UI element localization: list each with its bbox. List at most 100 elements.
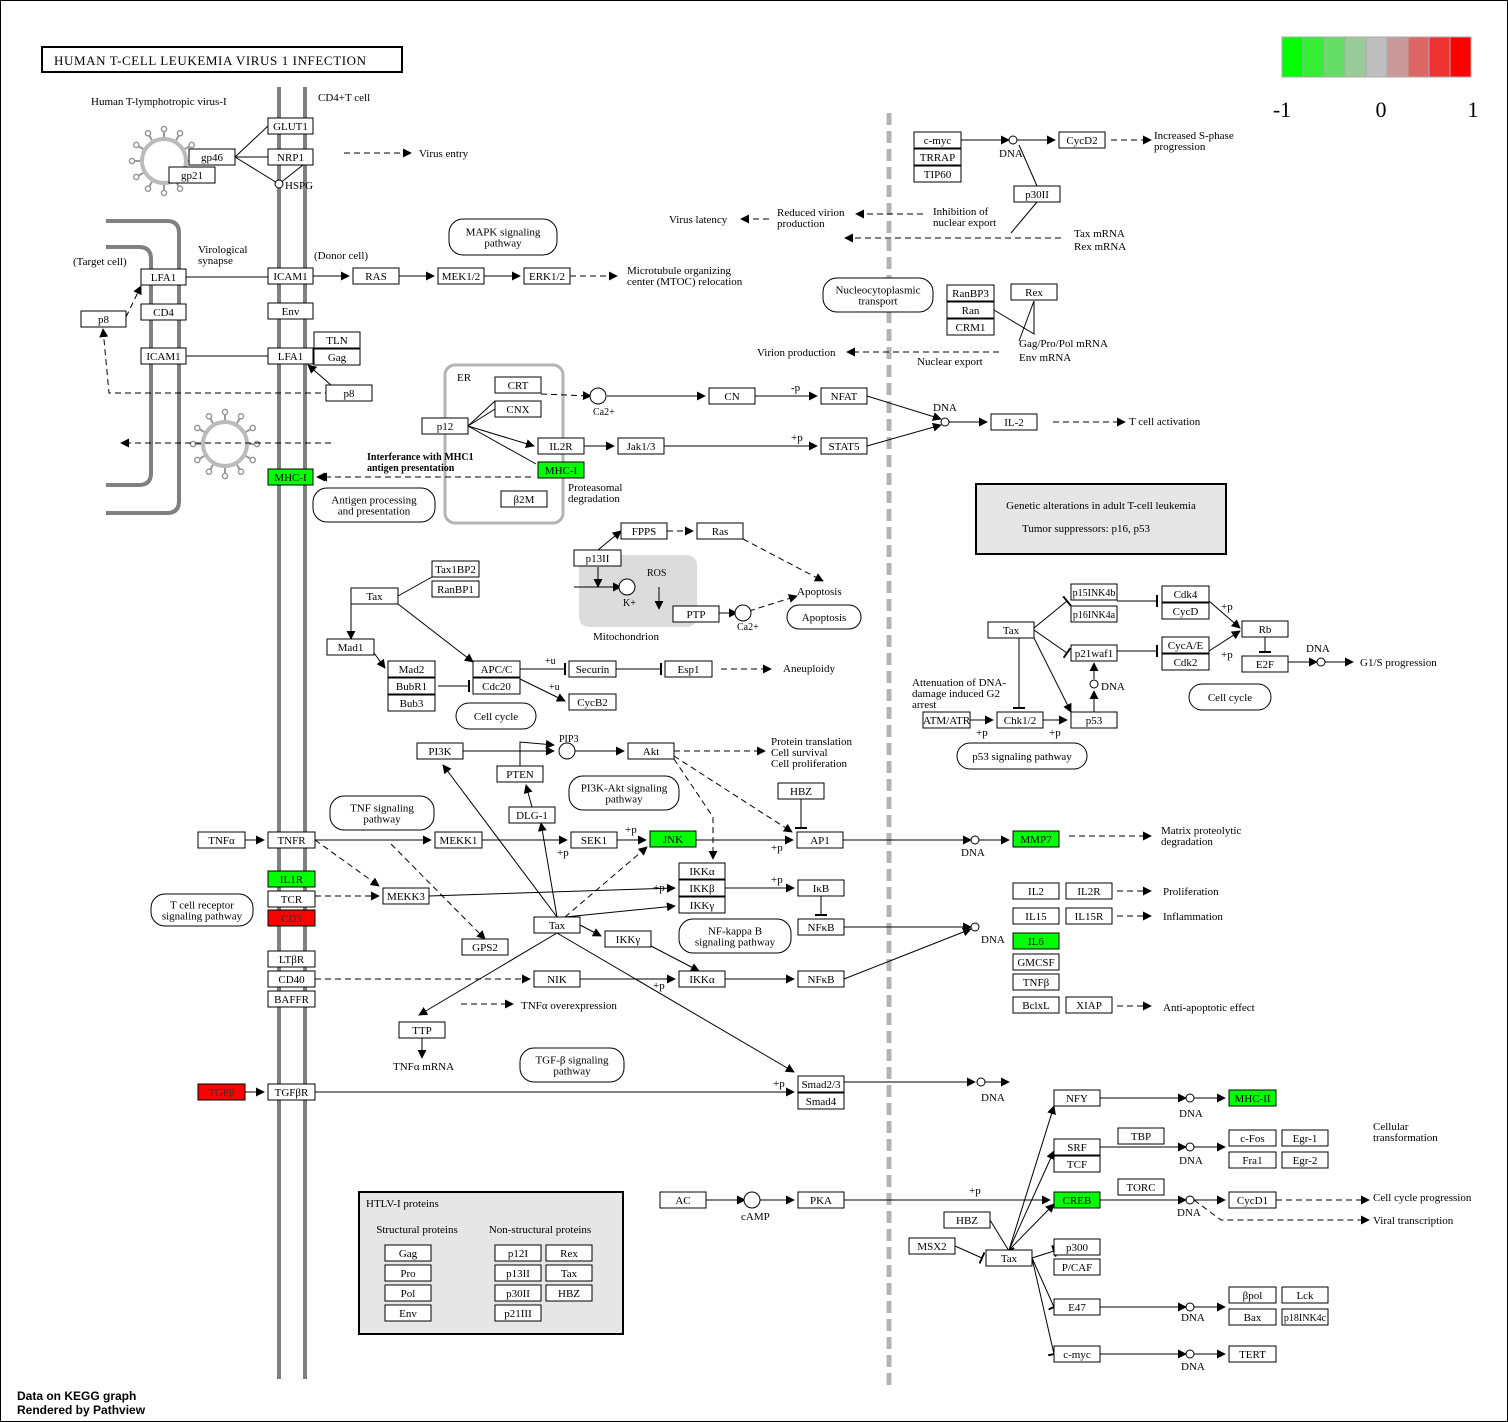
gene-node-p12[interactable]: p12 [421,417,469,435]
gene-node-nfat[interactable]: NFAT [820,387,868,405]
gene-node-gp21[interactable]: gp21 [168,166,216,184]
gene-node-ikky[interactable]: IKKγ [604,930,652,948]
gene-node-cdk4[interactable]: Cdk4 [1161,585,1210,603]
gene-node-tcf[interactable]: TCF [1053,1155,1101,1173]
gene-node-ras-top[interactable]: RAS [352,267,400,285]
gene-node-fra1[interactable]: Fra1 [1228,1151,1277,1169]
gene-node-mhc1-mem[interactable]: MHC-I [267,468,314,486]
gene-node-pcaf[interactable]: P/CAF [1053,1258,1101,1276]
gene-node-e47[interactable]: E47 [1053,1298,1101,1316]
gene-node-ap1[interactable]: AP1 [796,831,844,849]
gene-node-chk12[interactable]: Chk1/2 [996,711,1044,729]
gene-node-creb[interactable]: CREB [1053,1191,1101,1209]
gene-node-p300[interactable]: p300 [1053,1238,1101,1256]
gene-node-p13ii-mito[interactable]: p13II [573,549,622,567]
gene-node-e2f[interactable]: E2F [1241,655,1289,673]
gene-node-baffr[interactable]: BAFFR [267,990,316,1008]
gene-node-leg-p13ii[interactable]: p13II [494,1264,542,1282]
gene-node-nfy[interactable]: NFY [1053,1089,1101,1107]
gene-node-smad4[interactable]: Smad4 [797,1092,845,1110]
gene-node-ikb[interactable]: IκB [797,879,845,897]
gene-node-il1r[interactable]: IL1R [267,870,316,888]
gene-node-tln[interactable]: TLN [313,331,361,349]
gene-node-cycae[interactable]: CycA/E [1161,636,1210,654]
gene-node-erk12[interactable]: ERK1/2 [523,267,571,285]
gene-node-bclxl[interactable]: BclxL [1012,996,1060,1014]
gene-node-rb[interactable]: Rb [1241,620,1289,638]
gene-node-cd4[interactable]: CD4 [140,303,187,321]
gene-node-ptp[interactable]: PTP [672,605,720,623]
gene-node-hbz-bot[interactable]: HBZ [943,1211,991,1229]
gene-node-bub3[interactable]: Bub3 [387,694,436,712]
gene-node-pten[interactable]: PTEN [496,765,544,783]
gene-node-leg-p12i[interactable]: p12I [494,1244,542,1262]
gene-node-nik[interactable]: NIK [533,970,581,988]
gene-node-nrp1[interactable]: NRP1 [267,148,314,166]
gene-node-p21waf1[interactable]: p21waf1 [1070,644,1118,662]
gene-node-pi3k[interactable]: PI3K [416,742,464,760]
gene-node-ran[interactable]: Ran [946,301,995,319]
gene-node-gag-mem[interactable]: Gag [313,348,361,366]
gene-node-msx2[interactable]: MSX2 [908,1237,956,1255]
gene-node-cmyc-top[interactable]: c-myc [913,131,962,149]
gene-node-tax-p53[interactable]: Tax [987,621,1035,639]
gene-node-xiap[interactable]: XIAP [1065,996,1113,1014]
gene-node-b2m[interactable]: β2M [500,490,548,508]
gene-node-crm1[interactable]: CRM1 [946,318,995,336]
gene-node-il15r[interactable]: IL15R [1065,907,1113,925]
gene-node-srf[interactable]: SRF [1053,1138,1101,1156]
gene-node-il6[interactable]: IL6 [1012,932,1060,950]
gene-node-lfa1-donor[interactable]: LFA1 [267,347,314,365]
gene-node-mad1[interactable]: Mad1 [326,638,375,656]
gene-node-tax-bot[interactable]: Tax [985,1249,1033,1267]
gene-node-bpol[interactable]: βpol [1228,1286,1277,1304]
gene-node-p30ii-top[interactable]: p30II [1013,185,1061,203]
gene-node-dlg1[interactable]: DLG-1 [508,806,556,824]
gene-node-p16ink4a[interactable]: p16INK4a [1070,605,1118,623]
gene-node-trrap[interactable]: TRRAP [913,148,962,166]
gene-node-sek1[interactable]: SEK1 [570,831,618,849]
gene-node-torc[interactable]: TORC [1117,1178,1165,1196]
gene-node-p8-left[interactable]: p8 [80,310,127,328]
gene-node-tgfb[interactable]: TGFβ [197,1083,246,1101]
gene-node-cd40[interactable]: CD40 [267,970,316,988]
gene-node-mekk3[interactable]: MEKK3 [382,887,430,905]
gene-node-pka[interactable]: PKA [797,1191,845,1209]
gene-node-bubr1[interactable]: BubR1 [387,677,436,695]
gene-node-cycd1[interactable]: CycD1 [1228,1191,1277,1209]
gene-node-leg-p21iii[interactable]: p21III [494,1304,542,1322]
pathway-link-p53sig[interactable]: p53 signaling pathway [956,742,1088,770]
gene-node-leg-pol[interactable]: Pol [384,1284,432,1302]
gene-node-stat5[interactable]: STAT5 [820,437,868,455]
gene-node-mmp7[interactable]: MMP7 [1012,830,1060,848]
gene-node-leg-pro[interactable]: Pro [384,1264,432,1282]
gene-node-nfkb-2[interactable]: NFκB [797,970,845,988]
gene-node-gmcsf[interactable]: GMCSF [1012,953,1060,971]
gene-node-ikkb[interactable]: IKKβ [678,879,726,897]
gene-node-tip60[interactable]: TIP60 [913,165,962,183]
pathway-link-apoptosis[interactable]: Apoptosis [786,604,862,630]
gene-node-tnfa[interactable]: TNFα [197,831,246,849]
gene-node-mekk1[interactable]: MEKK1 [434,831,483,849]
gene-node-tert[interactable]: TERT [1228,1345,1277,1363]
gene-node-leg-env[interactable]: Env [384,1304,432,1322]
gene-node-ranbp3[interactable]: RanBP3 [946,284,995,302]
gene-node-ikkg[interactable]: IKKγ [678,896,726,914]
gene-node-cycd[interactable]: CycD [1161,602,1210,620]
gene-node-egr1[interactable]: Egr-1 [1281,1129,1329,1147]
gene-node-il2-top[interactable]: IL-2 [990,413,1038,431]
gene-node-smad23[interactable]: Smad2/3 [797,1075,845,1093]
gene-node-il15[interactable]: IL15 [1012,907,1060,925]
gene-node-jak13[interactable]: Jak1/3 [617,437,665,455]
gene-node-mhc2[interactable]: MHC-II [1228,1089,1277,1107]
gene-node-rex-top[interactable]: Rex [1010,283,1058,301]
gene-node-il2r-b[interactable]: IL2R [1065,882,1113,900]
gene-node-apcc[interactable]: APC/C [472,660,521,678]
pathway-link-cellcycle-right[interactable]: Cell cycle [1188,683,1272,711]
gene-node-leg-tax[interactable]: Tax [545,1264,593,1282]
gene-node-tgfbr[interactable]: TGFβR [267,1083,316,1101]
gene-node-tcr[interactable]: TCR [267,890,316,908]
